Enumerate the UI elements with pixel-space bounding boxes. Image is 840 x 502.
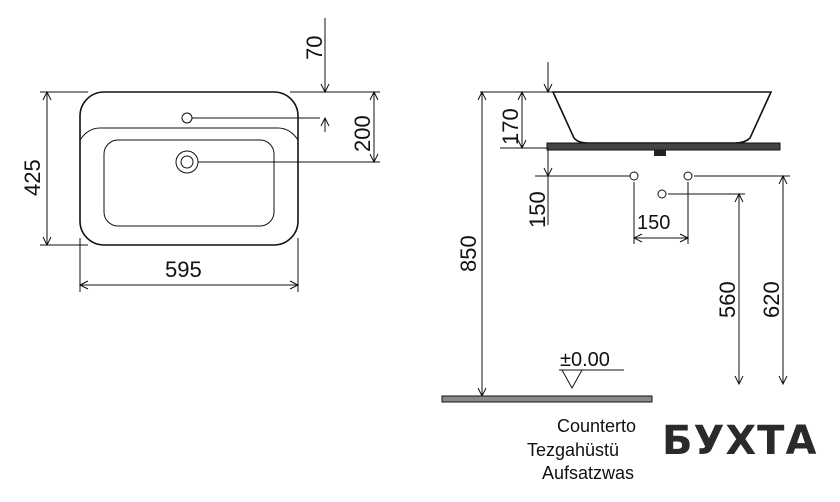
watermark-text: БУХТА	[662, 418, 817, 464]
drain-outer	[175, 150, 199, 174]
watermark-logo: БУХТА	[660, 416, 819, 467]
dim-170: 170	[498, 108, 523, 145]
dim-150-horizontal: 150	[637, 212, 670, 234]
floor-level-label: ±0.00	[560, 349, 610, 371]
floor-line	[441, 395, 653, 403]
basin-outline	[79, 91, 299, 246]
drain-inner	[180, 155, 194, 169]
dim-850: 850	[456, 235, 481, 272]
side-view: 170 150 850 150 560 620 ±0.00	[441, 62, 790, 483]
supply-hole-left	[629, 171, 639, 181]
dim-150-vertical: 150	[525, 191, 550, 228]
supply-hole-right	[683, 171, 693, 181]
note-countertop-en: Counterto	[557, 416, 636, 436]
inner-bowl	[103, 139, 275, 227]
waste-hole	[657, 189, 667, 199]
back-rim	[79, 127, 299, 141]
bowl-profile	[551, 91, 773, 144]
dim-560: 560	[715, 281, 740, 318]
countertop	[546, 142, 781, 151]
dim-70: 70	[302, 36, 327, 60]
top-view: 70 200 425 595	[20, 18, 380, 292]
note-countertop-de: Aufsatzwas	[542, 463, 634, 483]
note-countertop-tr: Tezgahüstü	[527, 440, 619, 460]
drain-outlet	[654, 150, 666, 156]
level-marker	[559, 369, 624, 390]
dim-200: 200	[350, 115, 375, 152]
dim-425: 425	[20, 159, 45, 196]
tap-hole	[181, 112, 193, 124]
dim-620: 620	[759, 281, 784, 318]
dim-595: 595	[165, 257, 202, 282]
